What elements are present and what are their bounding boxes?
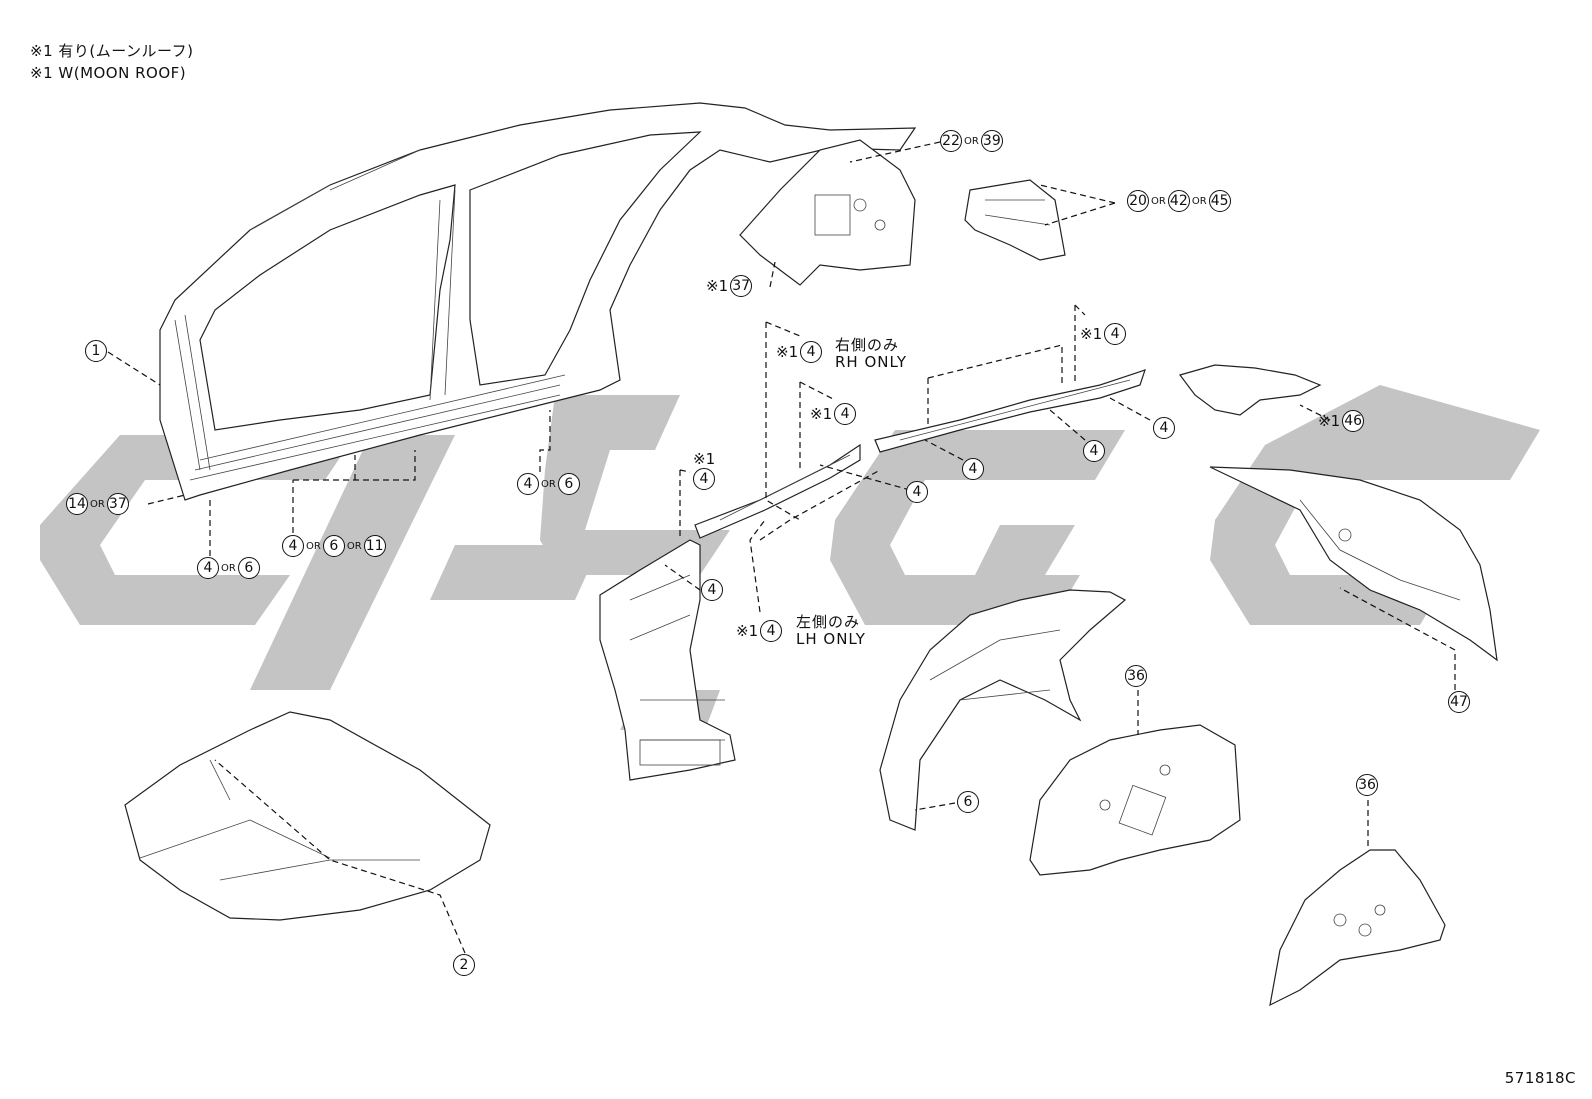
part-number: 4 xyxy=(834,403,857,425)
part-number: 4 xyxy=(800,341,823,363)
part-callout: 1 xyxy=(85,340,107,362)
lh-only-label: 左側のみ LH ONLY xyxy=(796,613,866,648)
moonroof-marker: ※1 xyxy=(736,622,759,640)
roof-rail-reinforcements xyxy=(694,369,1146,539)
part-number: 37 xyxy=(730,275,753,297)
rear-quarter-outer-panel xyxy=(1209,466,1498,662)
part-callout: 36 xyxy=(1125,665,1147,687)
part-number: 1 xyxy=(85,340,107,362)
or-separator: OR xyxy=(964,135,979,147)
part-callout: 47 xyxy=(1448,691,1470,713)
part-number: 22 xyxy=(940,130,962,152)
or-separator: OR xyxy=(1191,195,1207,207)
part-number: 6 xyxy=(322,535,345,557)
part-callout: 4 xyxy=(906,481,928,503)
part-number: 4 xyxy=(760,620,783,642)
body-side-outer-panel xyxy=(159,102,917,501)
part-number: 4 xyxy=(282,535,304,557)
part-callout: 36 xyxy=(1356,774,1378,796)
part-callout: 4 xyxy=(1083,440,1105,462)
or-separator: OR xyxy=(346,540,362,552)
rh-only-label: 右側のみ RH ONLY xyxy=(835,336,908,371)
rear-wheel-housing-inner xyxy=(879,589,1127,831)
part-number: 4 xyxy=(701,579,723,601)
rear-reinforcement xyxy=(1178,364,1322,416)
moonroof-marker: ※1 xyxy=(693,450,716,468)
part-number: 39 xyxy=(980,130,1003,152)
or-separator: OR xyxy=(306,540,321,552)
part-number: 4 xyxy=(517,473,539,495)
moonroof-marker: ※1 xyxy=(1318,412,1341,430)
part-callout: 4 xyxy=(701,579,723,601)
part-number: 42 xyxy=(1167,190,1190,212)
part-callout: 4 xyxy=(1153,417,1175,439)
moonroof-marker: ※1 xyxy=(706,277,729,295)
part-number: 4 xyxy=(1104,323,1127,345)
part-number: 20 xyxy=(1127,190,1149,212)
moonroof-marker: ※1 xyxy=(776,343,799,361)
part-number: 6 xyxy=(237,557,260,579)
part-number: 4 xyxy=(962,458,984,480)
part-number: 37 xyxy=(106,493,129,515)
part-number: 4 xyxy=(197,557,219,579)
wheel-housing-panel-a xyxy=(1029,724,1241,876)
part-number: 4 xyxy=(906,481,928,503)
leader-lines xyxy=(107,141,1456,954)
part-callout: 4 xyxy=(962,458,984,480)
or-separator: OR xyxy=(1151,195,1166,207)
hood-panel xyxy=(124,711,491,921)
part-number: 14 xyxy=(66,493,88,515)
part-number: 6 xyxy=(557,473,580,495)
quarter-panel-upper xyxy=(739,139,916,286)
part-number: 2 xyxy=(453,954,475,976)
part-number: 46 xyxy=(1342,410,1365,432)
part-number: 6 xyxy=(957,791,979,813)
part-callout: 6 xyxy=(957,791,979,813)
part-number: 45 xyxy=(1208,190,1231,212)
part-number: 47 xyxy=(1448,691,1470,713)
or-separator: OR xyxy=(541,478,556,490)
quarter-bracket xyxy=(964,179,1066,261)
part-callout: 2 xyxy=(453,954,475,976)
moonroof-marker: ※1 xyxy=(810,405,833,423)
wheel-housing-panel-b xyxy=(1269,849,1446,1007)
note-moonroof-jp: ※1 有り(ムーンルーフ) xyxy=(30,42,194,60)
part-number: 4 xyxy=(1153,417,1175,439)
moonroof-marker: ※1 xyxy=(1080,325,1103,343)
illustration-code: 571818C xyxy=(1504,1069,1576,1087)
note-moonroof-en: ※1 W(MOON ROOF) xyxy=(30,64,187,82)
part-number: 36 xyxy=(1356,774,1378,796)
center-pillar-assembly xyxy=(599,539,736,781)
or-separator: OR xyxy=(221,562,236,574)
or-separator: OR xyxy=(90,498,105,510)
part-number: 36 xyxy=(1125,665,1147,687)
part-number: 11 xyxy=(363,535,386,557)
part-number: 4 xyxy=(693,468,715,490)
part-number: 4 xyxy=(1083,440,1105,462)
